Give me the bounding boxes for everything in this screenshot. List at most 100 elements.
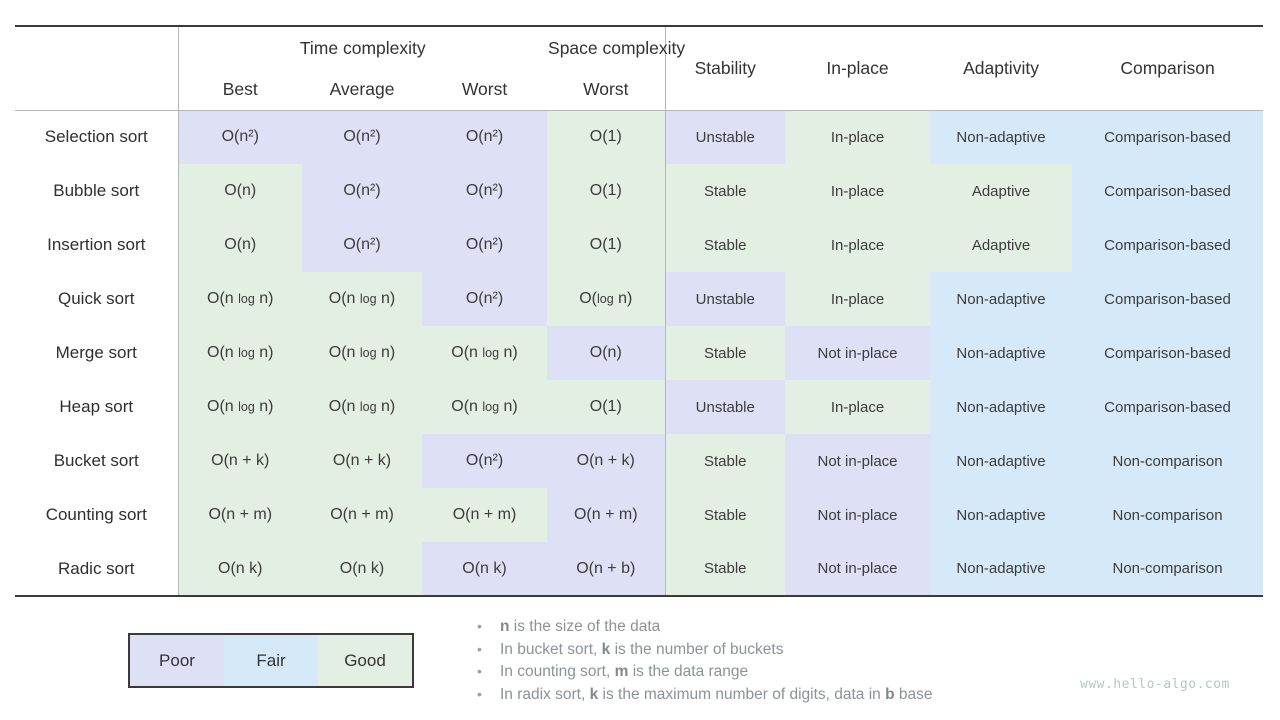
stability-cell: Stable [665,488,786,542]
time-best-cell: O(n) [178,218,302,272]
time-average-cell: O(n²) [302,164,422,218]
adaptivity-cell: Non-adaptive [930,326,1073,380]
stability-column-header: Stability [665,26,786,110]
algorithm-name: Quick sort [15,272,179,326]
space-worst-cell: O(n) [547,326,666,380]
algorithm-name: Heap sort [15,380,179,434]
footnote-text: In radix sort, k is the maximum number o… [500,685,933,703]
stability-cell: Stable [665,542,786,596]
stability-cell: Unstable [665,380,786,434]
bullet-icon: • [477,685,482,702]
time-worst-cell: O(n²) [422,434,548,488]
stability-cell: Stable [665,218,786,272]
comparison-cell: Non-comparison [1072,434,1264,488]
adaptivity-cell: Non-adaptive [930,110,1073,164]
algorithm-name: Merge sort [15,326,179,380]
time-best-cell: O(n + k) [178,434,302,488]
adaptivity-column-header: Adaptivity [930,26,1073,110]
time-best-cell: O(n log n) [178,380,302,434]
comparison-cell: Comparison-based [1072,218,1264,272]
time-average-cell: O(n + m) [302,488,422,542]
table-header: Time complexity Space complexity Stabili… [15,26,1264,110]
in-place-cell: In-place [785,110,931,164]
in-place-cell: In-place [785,380,931,434]
comparison-cell: Comparison-based [1072,272,1264,326]
adaptivity-cell: Adaptive [930,164,1073,218]
space-worst-cell: O(1) [547,380,666,434]
stability-cell: Stable [665,434,786,488]
bullet-icon: • [477,640,482,657]
time-worst-cell: O(n²) [422,164,548,218]
in-place-cell: Not in-place [785,488,931,542]
time-average-cell: O(n²) [302,218,422,272]
time-worst-cell: O(n log n) [422,380,548,434]
watermark-url: www.hello-algo.com [1080,677,1230,692]
space-worst-cell: O(1) [547,110,666,164]
footnotes: •n is the size of the data•In bucket sor… [477,618,932,708]
footnote-line: •n is the size of the data [477,618,932,641]
time-worst-cell: O(n log n) [422,326,548,380]
comparison-cell: Comparison-based [1072,326,1264,380]
space-worst-cell: O(1) [547,164,666,218]
time-worst-cell: O(n + m) [422,488,548,542]
in-place-column-header: In-place [785,26,931,110]
time-worst-cell: O(n²) [422,110,548,164]
adaptivity-cell: Non-adaptive [930,380,1073,434]
algorithm-name: Insertion sort [15,218,179,272]
stability-cell: Unstable [665,272,786,326]
comparison-cell: Comparison-based [1072,110,1264,164]
comparison-column-header: Comparison [1072,26,1264,110]
comparison-cell: Non-comparison [1072,488,1264,542]
adaptivity-cell: Adaptive [930,218,1073,272]
space-worst-column-header: Worst [547,69,666,110]
footnote-text: In bucket sort, k is the number of bucke… [500,640,784,658]
in-place-cell: Not in-place [785,434,931,488]
algorithm-name: Bubble sort [15,164,179,218]
time-worst-cell: O(n k) [422,542,548,596]
stability-cell: Stable [665,326,786,380]
time-best-cell: O(n) [178,164,302,218]
time-average-cell: O(n k) [302,542,422,596]
time-best-cell: O(n + m) [178,488,302,542]
time-best-cell: O(n log n) [178,326,302,380]
in-place-cell: Not in-place [785,542,931,596]
stability-cell: Stable [665,164,786,218]
stability-cell: Unstable [665,110,786,164]
adaptivity-cell: Non-adaptive [930,434,1073,488]
time-average-cell: O(n log n) [302,326,422,380]
comparison-cell: Comparison-based [1072,380,1264,434]
footnote-line: • In bucket sort, k is the number of buck… [477,641,932,664]
in-place-cell: In-place [785,272,931,326]
adaptivity-cell: Non-adaptive [930,542,1073,596]
algorithm-name: Counting sort [15,488,179,542]
space-worst-cell: O(log n) [547,272,666,326]
in-place-cell: Not in-place [785,326,931,380]
comparison-table: Time complexity Space complexity Stabili… [15,25,1264,597]
space-worst-cell: O(1) [547,218,666,272]
comparison-cell: Comparison-based [1072,164,1264,218]
time-best-cell: O(n log n) [178,272,302,326]
time-worst-cell: O(n²) [422,218,548,272]
empty-corner-cell [15,26,179,110]
time-average-cell: O(n²) [302,110,422,164]
algorithm-name: Bucket sort [15,434,179,488]
comparison-cell: Non-comparison [1072,542,1264,596]
footnote-text: In counting sort, m is the data range [500,663,749,680]
space-worst-cell: O(n + b) [547,542,666,596]
bullet-icon: • [477,663,482,679]
time-best-cell: O(n k) [178,542,302,596]
legend-item-fair: Fair [224,635,318,686]
bullet-icon: • [477,618,482,634]
in-place-cell: In-place [785,218,931,272]
time-best-cell: O(n²) [178,110,302,164]
algorithm-name: Selection sort [15,110,179,164]
space-complexity-group-header: Space complexity [547,26,685,69]
footnote-line: • In counting sort, m is the data range [477,663,932,686]
legend-item-poor: Poor [130,635,224,686]
